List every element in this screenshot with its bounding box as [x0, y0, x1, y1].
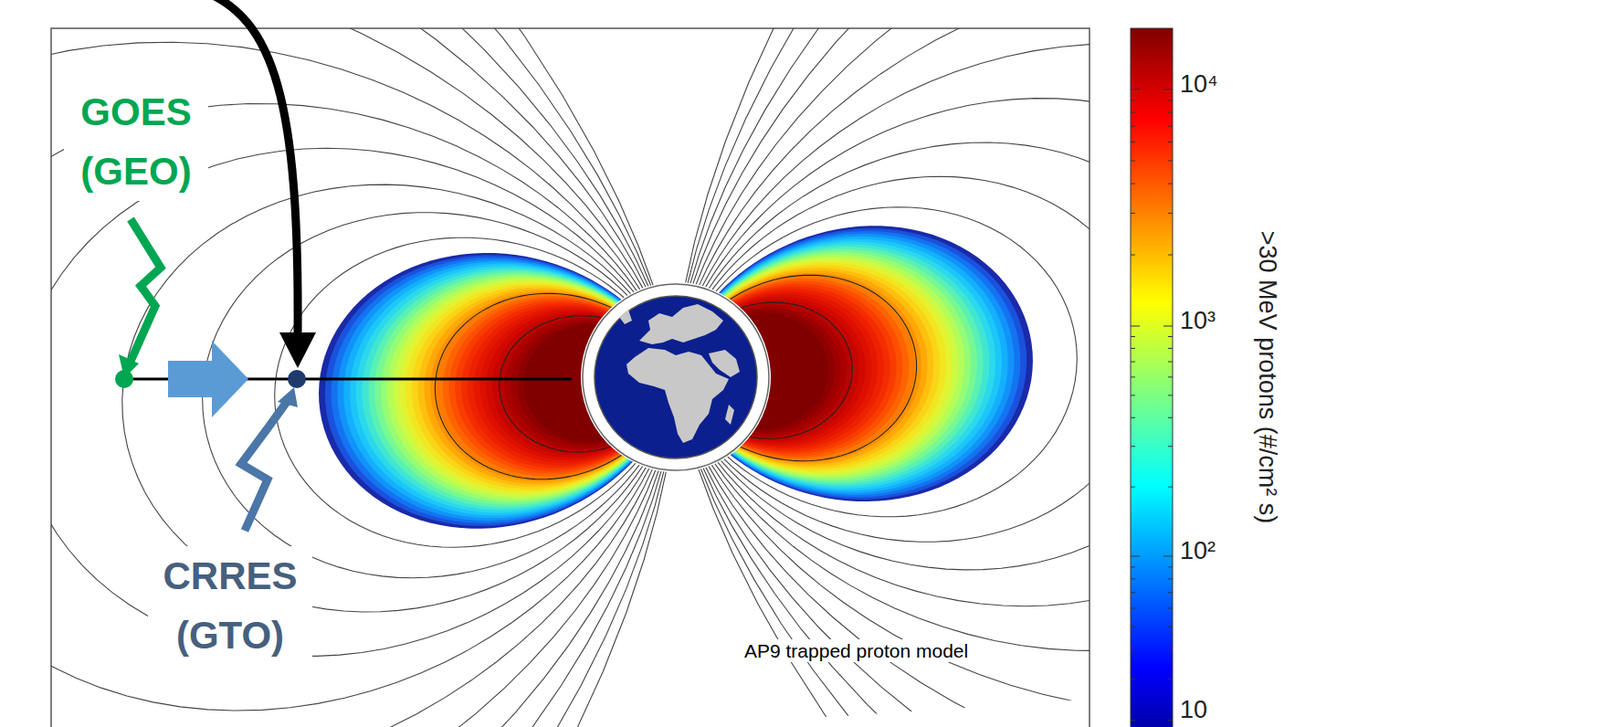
colorbar-tick	[1130, 336, 1136, 337]
colorbar-tick	[1130, 254, 1136, 256]
colorbar-tick	[1130, 159, 1136, 161]
crres-bolt-head	[277, 387, 298, 408]
satellite-label: CRRES (GTO)	[147, 546, 313, 665]
colorbar-tick	[1130, 719, 1136, 721]
field-line	[51, 28, 747, 727]
colorbar-tick	[1130, 376, 1136, 378]
radiation-belt	[309, 214, 1043, 539]
colorbar-tick	[1130, 212, 1136, 214]
colorbar-tick-label: 10⁴	[1179, 69, 1219, 99]
colorbar-tick	[1168, 99, 1173, 101]
satellite-label: GOES (GEO)	[63, 82, 209, 201]
colorbar-tick	[1168, 112, 1173, 114]
colorbar-tick	[1168, 336, 1173, 337]
colorbar-tick	[1168, 566, 1173, 568]
colorbar-title: >30 MeV protons (#/cm² s)	[1252, 231, 1283, 524]
colorbar-tick	[1130, 608, 1136, 610]
colorbar	[1130, 28, 1173, 727]
colorbar-tick	[1168, 376, 1173, 378]
pointer-arrow	[202, 0, 298, 337]
colorbar-tick	[1163, 89, 1173, 91]
colorbar-tick	[1168, 126, 1173, 127]
colorbar-tick-label: 10²	[1179, 536, 1216, 566]
colorbar-tick	[1130, 417, 1136, 419]
colorbar-tick	[1130, 89, 1140, 91]
colorbar-tick	[1168, 608, 1173, 610]
field-line	[51, 76, 664, 727]
colorbar-tick	[1168, 347, 1173, 349]
field-line	[51, 126, 658, 677]
colorbar-tick	[1168, 141, 1173, 143]
colorbar-tick	[1168, 678, 1173, 680]
colorbar-tick	[1163, 556, 1173, 558]
earth-ring	[582, 284, 769, 471]
plot-frame	[51, 28, 1090, 727]
colorbar-tick	[1130, 566, 1136, 568]
field-line	[627, 28, 1090, 727]
colorbar-tick	[1130, 394, 1136, 396]
goes-bolt	[128, 219, 161, 366]
colorbar-tick	[1168, 486, 1173, 488]
colorbar-tick-label: 10³	[1179, 305, 1216, 336]
colorbar-tick	[1168, 254, 1173, 256]
colorbar-tick	[1168, 417, 1173, 419]
colorbar-tick	[1130, 486, 1136, 488]
colorbar-tick	[1168, 394, 1173, 396]
colorbar-tick	[1130, 99, 1136, 101]
belt-layer	[666, 229, 1011, 503]
colorbar-tick	[1168, 626, 1173, 628]
field-line	[605, 28, 1090, 727]
colorbar-tick	[1130, 445, 1136, 447]
field-line	[189, 198, 646, 593]
colorbar-tick	[1130, 183, 1136, 185]
colorbar-tick	[1168, 719, 1173, 721]
crres-bolt	[241, 401, 287, 531]
colorbar-tick	[1130, 556, 1140, 558]
colorbar-tick	[1130, 626, 1136, 628]
model-note: AP9 trapped proton model	[741, 639, 971, 663]
gto-point	[287, 369, 306, 389]
colorbar-tick	[1130, 578, 1136, 579]
colorbar-tick	[1168, 183, 1173, 185]
colorbar-tick	[1130, 326, 1140, 327]
colorbar-tick	[1130, 347, 1136, 349]
field-line	[51, 28, 673, 727]
colorbar-tick	[1130, 141, 1136, 143]
colorbar-tick	[1168, 361, 1173, 363]
colorbar-tick	[1130, 112, 1136, 114]
geo-point	[115, 369, 134, 389]
pointer-arrow-head	[279, 332, 316, 369]
colorbar-tick	[1130, 591, 1136, 593]
colorbar-tick	[1130, 361, 1136, 363]
colorbar-tick	[1168, 649, 1173, 651]
colorbar-tick	[1163, 326, 1173, 327]
colorbar-tick	[1168, 212, 1173, 214]
colorbar-tick	[1130, 678, 1136, 680]
move-arrow	[168, 340, 249, 418]
colorbar-tick-label: 10	[1179, 695, 1208, 725]
colorbar-tick	[1168, 591, 1173, 593]
earth	[594, 295, 758, 459]
belt-layer	[666, 226, 1017, 506]
colorbar-tick	[1168, 159, 1173, 161]
field-lines	[51, 28, 1090, 727]
colorbar-tick	[1130, 649, 1136, 651]
colorbar-tick	[1130, 126, 1136, 127]
colorbar-tick	[1168, 445, 1173, 447]
colorbar-tick	[1168, 578, 1173, 579]
colorbar-ticks	[1130, 89, 1173, 721]
belt-layer	[665, 214, 1043, 515]
